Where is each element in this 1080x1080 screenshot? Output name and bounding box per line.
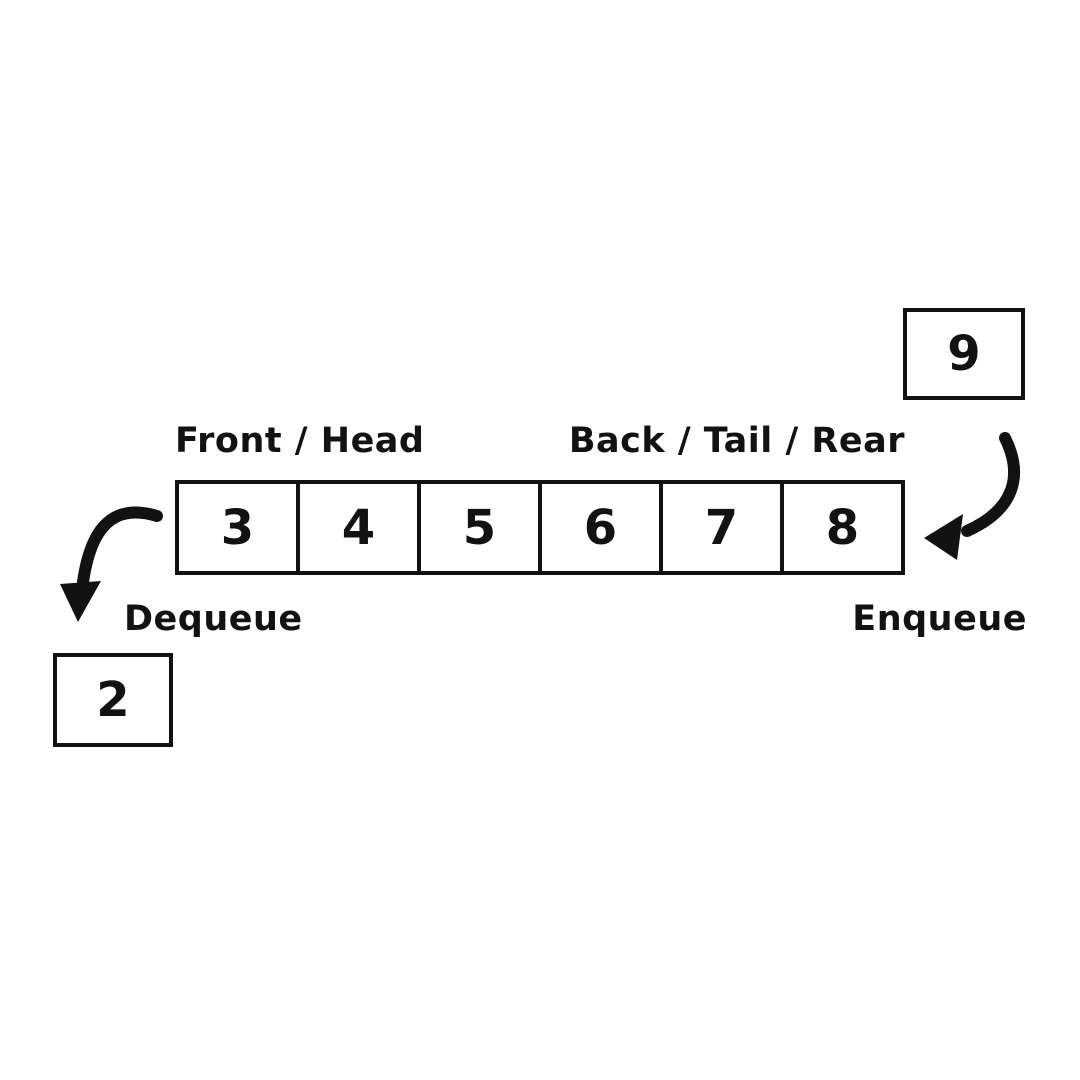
queue-cell: 4 (300, 484, 421, 571)
enqueue-arrow (924, 432, 1021, 560)
dequeue-label: Dequeue (124, 599, 303, 639)
queue-array: 3 4 5 6 7 8 (175, 480, 905, 575)
queue-cell: 7 (663, 484, 784, 571)
dequeue-item-box: 2 (53, 653, 173, 747)
queue-cell: 6 (542, 484, 663, 571)
enqueue-item-box: 9 (903, 308, 1025, 400)
queue-cell: 5 (421, 484, 542, 571)
queue-cell: 3 (179, 484, 300, 571)
front-head-label: Front / Head (175, 421, 425, 461)
queue-cell: 8 (825, 499, 860, 556)
enqueue-label: Enqueue (852, 599, 1027, 639)
back-tail-rear-label: Back / Tail / Rear (568, 421, 905, 461)
